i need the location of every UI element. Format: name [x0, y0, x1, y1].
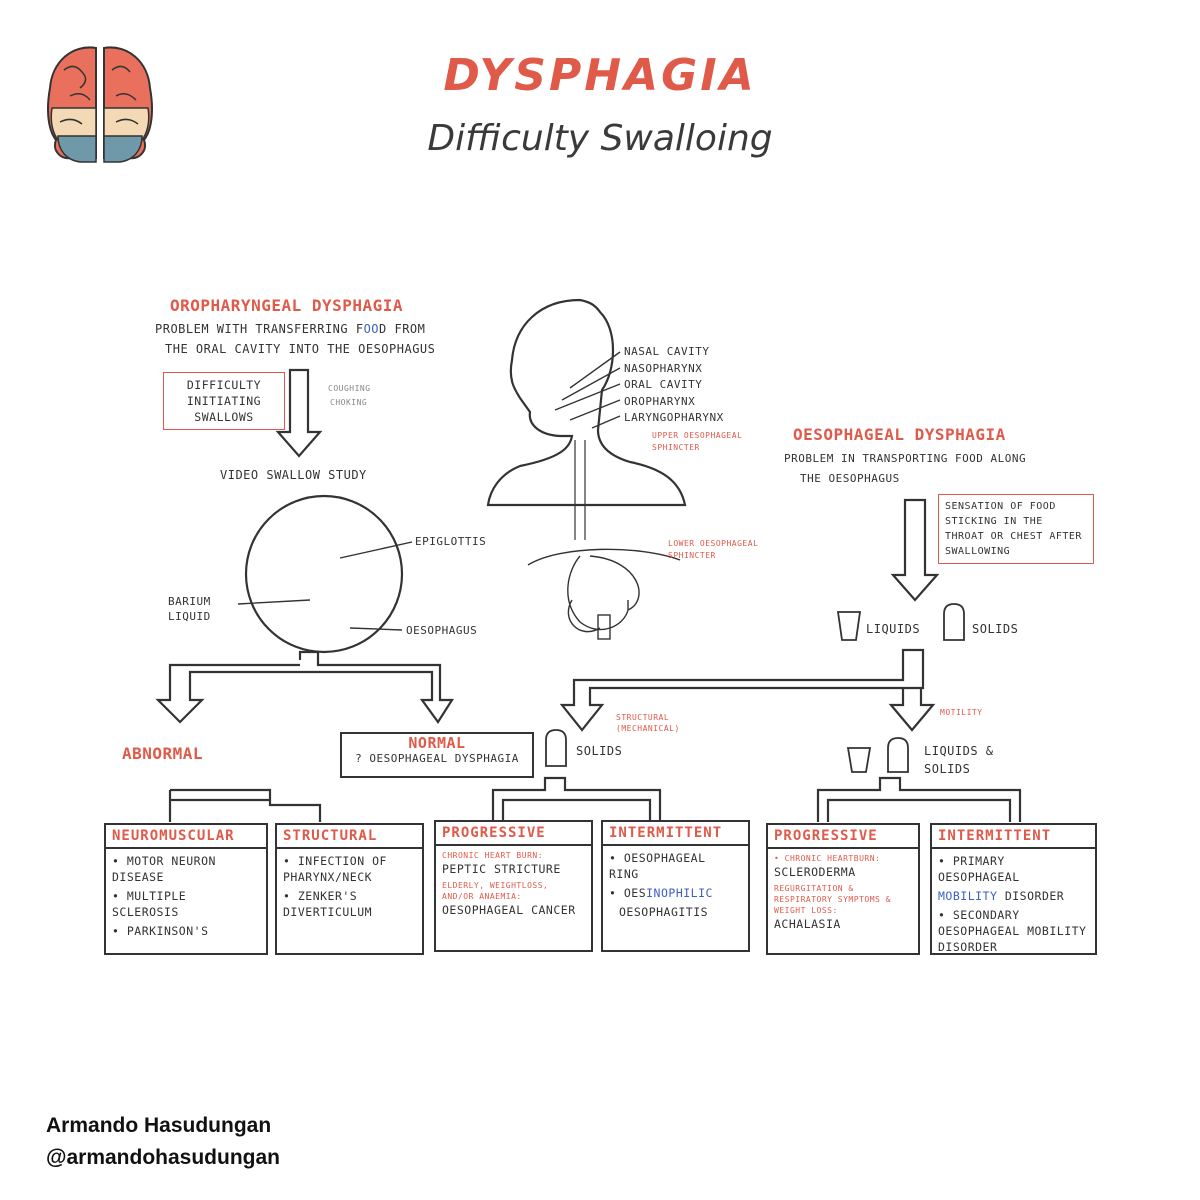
liquids-label: LIQUIDS: [866, 622, 921, 636]
abnormal-label: ABNORMAL: [122, 744, 204, 763]
intermittent-structural-item-cont: OESOPHAGITIS: [619, 905, 709, 919]
neuromuscular-item: • MULTIPLE SCLEROSIS: [112, 889, 187, 919]
anatomy-label-laryngopharynx: LARYNGOPHARYNX: [624, 411, 724, 424]
neuromuscular-item: • MOTOR NEURON DISEASE: [112, 854, 216, 884]
neuromuscular-title: NEUROMUSCULAR: [106, 825, 266, 849]
page-title: DYSPHAGIA: [443, 50, 757, 101]
oropharyngeal-desc-line1: PROBLEM WITH TRANSFERRING FOOD FROM: [155, 322, 425, 336]
neuromuscular-box: NEUROMUSCULAR • MOTOR NEURON DISEASE • M…: [104, 823, 268, 955]
normal-sub-label: ? OESOPHAGEAL DYSPHAGIA: [355, 752, 519, 765]
upper-sphincter-label: UPPER OESOPHAGEAL SPHINCTER: [652, 431, 743, 452]
intermittent-structural-item: • OESINOPHILIC: [609, 885, 742, 901]
solids-label: SOLIDS: [972, 622, 1019, 636]
item-text: • OES: [609, 886, 647, 900]
progressive-motility-box: PROGRESSIVE • CHRONIC HEARTBURN: SCLEROD…: [766, 823, 920, 955]
progressive-structural-item: PEPTIC STRICTURE: [442, 862, 561, 876]
video-swallow-study-label: VIDEO SWALLOW STUDY: [220, 468, 367, 482]
progressive-structural-box: PROGRESSIVE CHRONIC HEART BURN: PEPTIC S…: [434, 820, 593, 952]
progressive-motility-note: REGURGITATION & RESPIRATORY SYMPTOMS & W…: [774, 884, 891, 915]
item-text: DISORDER: [1004, 889, 1065, 903]
structural-item: • ZENKER'S DIVERTICULUM: [283, 889, 373, 919]
structural-note: STRUCTURAL (MECHANICAL): [616, 713, 680, 733]
intermittent-motility-item: • SECONDARY OESOPHAGEAL MOBILITY DISORDE…: [938, 908, 1087, 954]
oesophageal-title: OESOPHAGEAL DYSPHAGIA: [793, 425, 1006, 444]
epiglottis-label: EPIGLOTTIS: [415, 535, 487, 548]
side-note-choking: CHOKING: [330, 398, 368, 407]
oropharyngeal-desc-text: PROBLEM WITH TRANSFERRING F: [155, 322, 364, 336]
oropharyngeal-desc-highlight: OO: [363, 322, 380, 336]
arrow-down-oro: [275, 368, 323, 458]
intermittent-motility-item: • PRIMARY OESOPHAGEAL: [938, 854, 1020, 884]
oesophageal-desc-line1: PROBLEM IN TRANSPORTING FOOD ALONG: [784, 452, 1027, 465]
progressive-structural-note: CHRONIC HEART BURN:: [442, 851, 544, 860]
structural-box: STRUCTURAL • INFECTION OF PHARYNX/NECK •…: [275, 823, 424, 955]
oropharyngeal-symptom-box: DIFFICULTY INITIATING SWALLOWS: [163, 372, 285, 430]
oropharyngeal-desc-line2: THE ORAL CAVITY INTO THE OESOPHAGUS: [165, 342, 436, 356]
progressive-motility-item: ACHALASIA: [774, 917, 841, 931]
oesophageal-symptom-box: SENSATION OF FOOD STICKING IN THE THROAT…: [938, 494, 1094, 564]
progressive-structural-item: OESOPHAGEAL CANCER: [442, 903, 576, 917]
intermittent-motility-box: INTERMITTENT • PRIMARY OESOPHAGEAL MOBIL…: [930, 823, 1097, 955]
arrow-down-oes: [890, 498, 940, 602]
side-note-coughing: COUGHING: [328, 384, 371, 393]
page-subtitle: Difficulty Swalloing: [427, 118, 773, 159]
anatomy-labels: NASAL CAVITY NASOPHARYNX ORAL CAVITY ORO…: [624, 344, 724, 427]
neuromuscular-item: • PARKINSON'S: [112, 924, 209, 938]
progressive-motility-item: SCLERODERMA: [774, 865, 856, 879]
anatomy-stomach-drawing: [527, 548, 681, 633]
item-text-highlight: MOBILITY: [938, 889, 998, 903]
intermittent-structural-item: • OESOPHAGEAL RING: [609, 851, 706, 881]
anatomy-label-nasal-cavity: NASAL CAVITY: [624, 345, 710, 358]
structural-title: STRUCTURAL: [277, 825, 422, 849]
progressive-motility-note: • CHRONIC HEARTBURN:: [774, 854, 881, 863]
structural-item: • INFECTION OF PHARYNX/NECK: [283, 854, 387, 884]
anatomy-label-oral-cavity: ORAL CAVITY: [624, 378, 703, 391]
intermittent-structural-box: INTERMITTENT • OESOPHAGEAL RING • OESINO…: [601, 820, 750, 952]
author-handle: @armandohasudungan: [46, 1146, 280, 1169]
anatomy-label-oropharynx: OROPHARYNX: [624, 394, 696, 408]
structural-solids-label: SOLIDS: [576, 744, 623, 758]
video-swallow-circle: [244, 494, 404, 654]
motility-note: MOTILITY: [940, 708, 983, 717]
normal-box: NORMAL ? OESOPHAGEAL DYSPHAGIA: [340, 732, 534, 778]
intermittent-motility-item-cont: MOBILITY DISORDER: [938, 888, 1089, 904]
oesophageal-desc-line2: THE OESOPHAGUS: [800, 472, 900, 485]
progressive-structural-note: ELDERLY, WEIGHTLOSS, AND/OR ANAEMIA:: [442, 881, 549, 901]
item-text-highlight: INOPHILIC: [646, 886, 713, 900]
intermittent-motility-title: INTERMITTENT: [932, 825, 1095, 849]
oropharyngeal-title: OROPHARYNGEAL DYSPHAGIA: [170, 296, 404, 315]
progressive-motility-title: PROGRESSIVE: [768, 825, 918, 849]
normal-label: NORMAL: [408, 734, 466, 752]
intermittent-structural-title: INTERMITTENT: [603, 822, 748, 846]
progressive-structural-title: PROGRESSIVE: [436, 822, 591, 846]
motility-liquids-solids-label: LIQUIDS & SOLIDS: [924, 744, 994, 776]
oesophagus-label: OESOPHAGUS: [406, 624, 478, 637]
anatomy-label-nasopharynx: NASOPHARYNX: [624, 361, 703, 375]
author-name: Armando Hasudungan: [46, 1114, 272, 1137]
lower-sphincter-label: LOWER OESOPHAGEAL SPHINCTER: [668, 539, 759, 560]
barium-liquid-label: BARIUM LIQUID: [168, 595, 211, 623]
oropharyngeal-desc-text-end: D FROM: [379, 322, 426, 336]
